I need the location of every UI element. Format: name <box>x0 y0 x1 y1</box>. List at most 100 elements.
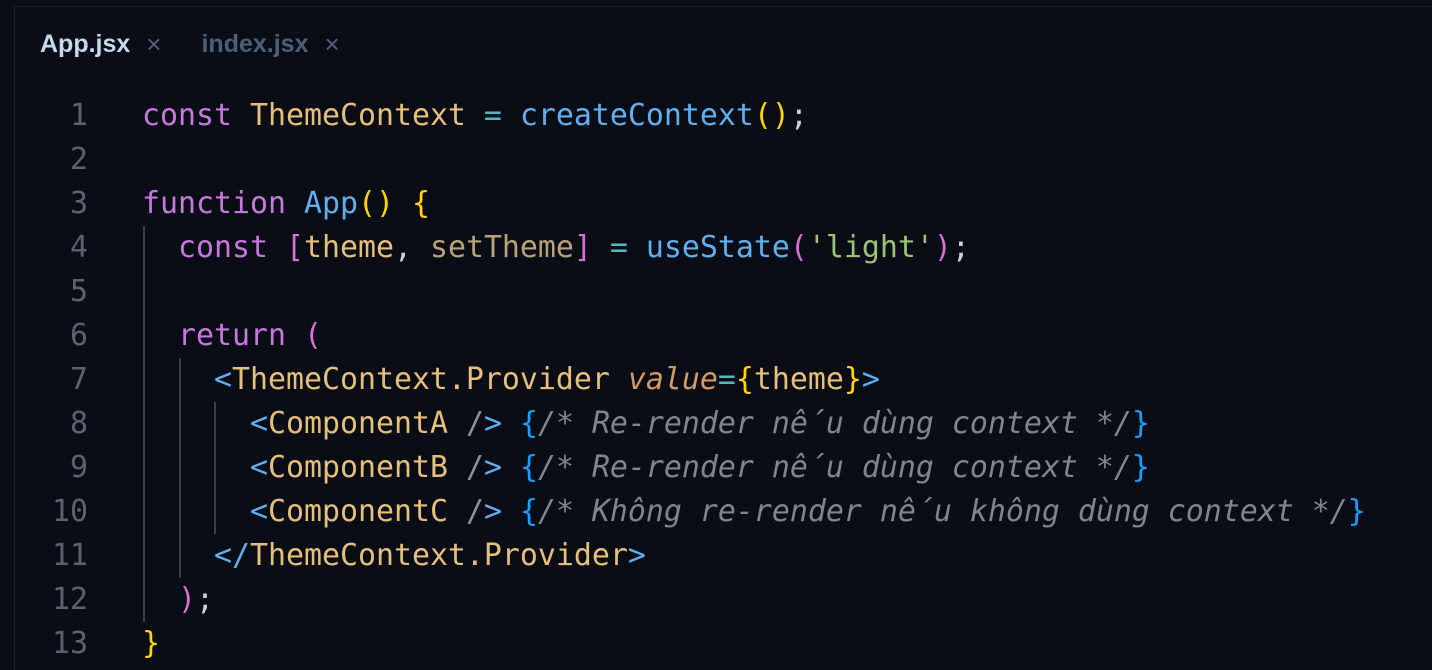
code-token: const <box>142 230 286 265</box>
close-icon[interactable]: × <box>146 28 162 59</box>
tab-label: index.jsx <box>201 29 309 58</box>
code-line: 11 </ThemeContext.Provider> <box>0 534 1432 578</box>
tab-bar: App.jsx × index.jsx × <box>40 24 380 64</box>
line-text: } <box>142 622 160 666</box>
line-number: 7 <box>70 362 88 397</box>
line-text: ); <box>142 578 214 622</box>
code-token: < <box>142 362 232 397</box>
code-token: return <box>142 318 304 353</box>
code-token: ( <box>303 318 322 353</box>
code-line: 9 <ComponentB /> {/* Re-render nếu dùng … <box>0 446 1432 490</box>
line-text: <ThemeContext.Provider value={theme}> <box>142 358 880 402</box>
code-token <box>394 186 412 221</box>
code-line: 8 <ComponentA /> {/* Re-render nếu dùng … <box>0 402 1432 446</box>
indent-guide <box>179 358 181 578</box>
code-line: 4 const [theme, setTheme] = useState('li… <box>0 226 1432 270</box>
tab-label: App.jsx <box>40 29 131 58</box>
code-token: > <box>627 538 646 573</box>
code-token: createContext <box>519 98 754 133</box>
code-token: ; <box>196 582 214 617</box>
code-token: ComponentA <box>267 406 448 441</box>
line-text: </ThemeContext.Provider> <box>142 534 646 578</box>
code-token: { <box>735 362 754 397</box>
code-token: < <box>142 406 268 441</box>
code-token: } <box>142 626 160 661</box>
code-token: </ <box>142 538 250 573</box>
code-line: 1 const ThemeContext = createContext(); <box>0 94 1432 138</box>
code-line: 13} <box>0 622 1432 666</box>
code-line: 12 ); <box>0 578 1432 622</box>
code-token: setTheme <box>429 230 574 265</box>
code-token: () <box>753 98 790 133</box>
code-line: 5 <box>0 270 1432 314</box>
line-number: 3 <box>70 186 88 221</box>
code-token: { <box>501 406 538 441</box>
line-text: <ComponentA /> {/* Re-render nếu dùng co… <box>142 402 1150 446</box>
code-token: ) <box>933 230 952 265</box>
code-token: > <box>861 362 880 397</box>
code-line: 3 function App() { <box>0 182 1432 226</box>
code-line: 10 <ComponentC /> {/* Không re-render nế… <box>0 490 1432 534</box>
code-token: < <box>142 450 268 485</box>
code-token: ) <box>142 582 196 617</box>
line-text: const [theme, setTheme] = useState('ligh… <box>142 226 970 270</box>
code-token: value <box>627 362 718 397</box>
code-token <box>610 362 628 397</box>
line-text: return ( <box>142 314 322 358</box>
line-number: 4 <box>70 230 88 265</box>
code-token: App <box>303 186 358 221</box>
line-number: 10 <box>52 494 88 529</box>
code-token: theme <box>753 362 844 397</box>
code-token: theme <box>303 230 394 265</box>
line-text: <ComponentB /> {/* Re-render nếu dùng co… <box>142 446 1150 490</box>
indent-guide <box>143 226 145 622</box>
code-token: , <box>393 230 430 265</box>
tab-index-jsx[interactable]: index.jsx × <box>201 29 339 60</box>
editor-frame <box>14 6 1432 670</box>
line-number: 5 <box>70 274 88 309</box>
code-token: < <box>142 494 268 529</box>
indent-guide <box>214 402 216 534</box>
code-token: 'light' <box>807 230 934 265</box>
line-number: 11 <box>52 538 88 573</box>
code-token: / <box>447 450 484 485</box>
line-number: 6 <box>70 318 88 353</box>
code-token: > <box>483 450 502 485</box>
line-text: function App() { <box>142 182 430 226</box>
code-token: > <box>483 406 502 441</box>
code-token: ; <box>789 98 808 133</box>
code-line: 2 <box>0 138 1432 182</box>
code-token: } <box>1347 494 1366 529</box>
code-token: ; <box>951 230 970 265</box>
code-token: / <box>447 406 484 441</box>
code-token: /* Re-render nếu dùng context */ <box>537 450 1132 485</box>
line-number: 2 <box>70 142 88 177</box>
line-number: 12 <box>52 582 88 617</box>
line-number: 1 <box>70 98 88 133</box>
code-token: function <box>142 186 304 221</box>
code-token: ThemeContext <box>249 98 466 133</box>
code-token: { <box>501 494 538 529</box>
code-token: = <box>591 230 646 265</box>
close-icon[interactable]: × <box>324 28 340 59</box>
code-token: /* Re-render nếu dùng context */ <box>537 406 1132 441</box>
code-token: ThemeContext.Provider <box>231 362 610 397</box>
line-text: <ComponentC /> {/* Không re-render nếu k… <box>142 490 1366 534</box>
code-token: / <box>447 494 484 529</box>
code-token: { <box>411 186 430 221</box>
code-token: = <box>717 362 736 397</box>
code-token: const <box>142 98 250 133</box>
code-token: ThemeContext.Provider <box>249 538 628 573</box>
code-token: useState <box>645 230 790 265</box>
code-token: } <box>843 362 862 397</box>
line-number: 8 <box>70 406 88 441</box>
code-line: 7 <ThemeContext.Provider value={theme}> <box>0 358 1432 402</box>
code-token: > <box>483 494 502 529</box>
line-text: const ThemeContext = createContext(); <box>142 94 808 138</box>
tab-app-jsx[interactable]: App.jsx × <box>40 29 161 60</box>
code-token: ComponentB <box>267 450 448 485</box>
code-token: } <box>1131 406 1150 441</box>
code-token: { <box>501 450 538 485</box>
code-line: 6 return ( <box>0 314 1432 358</box>
